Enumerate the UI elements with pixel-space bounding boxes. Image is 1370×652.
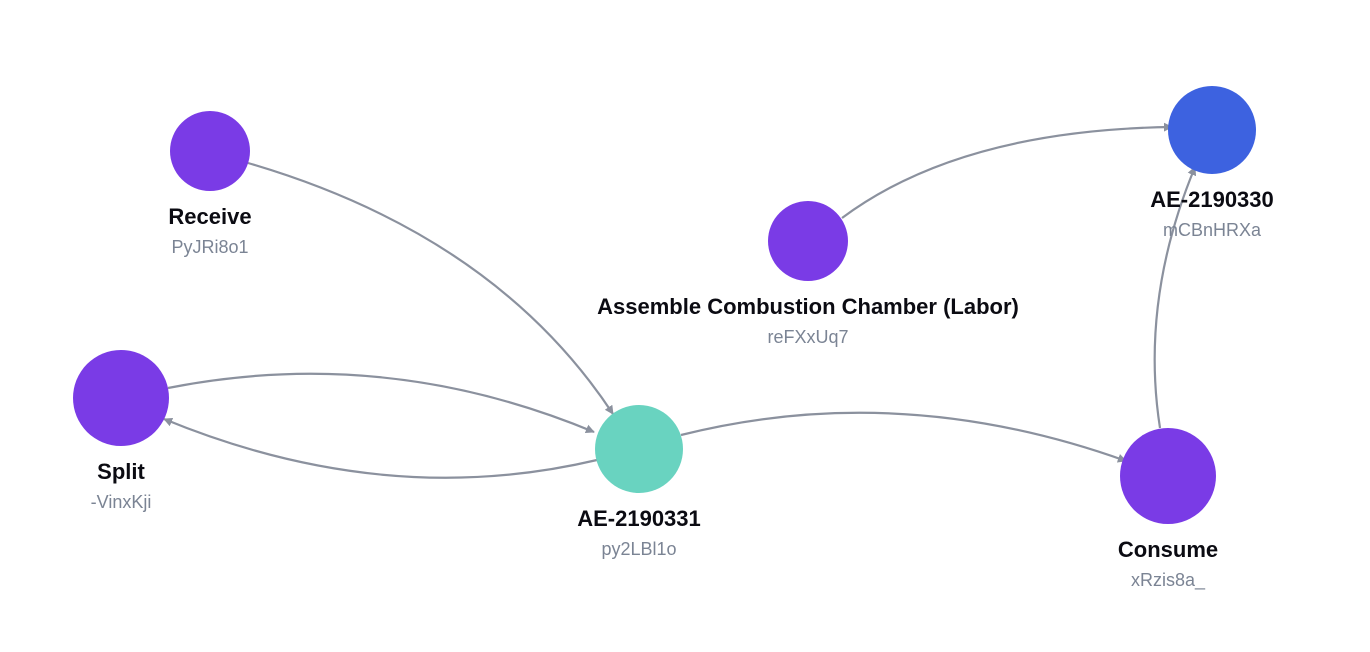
node-assemble[interactable]: Assemble Combustion Chamber (Labor) reFXx… [597, 201, 1019, 347]
node-ae2190331[interactable]: AE-2190331 py2LBl1o [577, 405, 701, 559]
edge-split-to-ae2190331[interactable] [167, 372, 595, 434]
node-label: Consume [1118, 537, 1218, 562]
node-label: Receive [168, 204, 251, 229]
node-label: AE-2190330 [1150, 187, 1274, 212]
node-circle[interactable] [768, 201, 848, 281]
node-id: mCBnHRXa [1163, 220, 1262, 240]
edge-consume-to-ae2190330[interactable] [1153, 166, 1197, 429]
node-circle[interactable] [73, 350, 169, 446]
node-id: PyJRi8o1 [171, 237, 248, 257]
node-circle[interactable] [1120, 428, 1216, 524]
edges-layer [163, 122, 1197, 479]
node-circle[interactable] [1168, 86, 1256, 174]
node-split[interactable]: Split -VinxKji [73, 350, 169, 512]
edge-ae2190331-to-consume[interactable] [680, 411, 1127, 463]
node-id: xRzis8a_ [1131, 570, 1206, 591]
node-circle[interactable] [595, 405, 683, 493]
node-id: py2LBl1o [601, 539, 676, 559]
node-circle[interactable] [170, 111, 250, 191]
node-label: Split [97, 459, 145, 484]
node-ae2190330[interactable]: AE-2190330 mCBnHRXa [1150, 86, 1274, 240]
node-label: Assemble Combustion Chamber (Labor) [597, 294, 1019, 319]
node-label: AE-2190331 [577, 506, 701, 531]
edge-receive-to-ae2190331[interactable] [247, 161, 614, 415]
node-id: reFXxUq7 [767, 327, 848, 347]
node-consume[interactable]: Consume xRzis8a_ [1118, 428, 1218, 591]
edge-assemble-to-ae2190330[interactable] [841, 122, 1173, 219]
node-id: -VinxKji [91, 492, 152, 512]
edge-ae2190331-to-split[interactable] [163, 417, 598, 479]
